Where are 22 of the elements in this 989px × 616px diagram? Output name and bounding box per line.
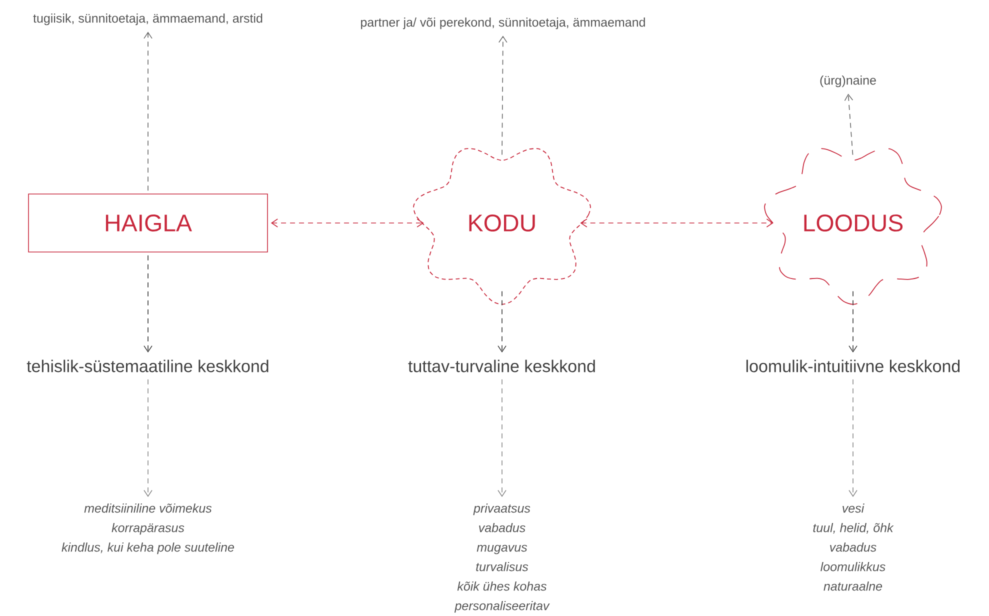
- arrow: [498, 290, 506, 353]
- arrow: [844, 94, 854, 156]
- environment-label: tuttav-turvaline keskkond: [408, 360, 595, 372]
- arrow: [848, 290, 858, 353]
- arrow: [848, 379, 858, 497]
- cloud-node: KODU: [413, 148, 591, 305]
- arrow: [270, 218, 424, 228]
- arrow: [580, 218, 774, 228]
- quality-list: meditsiiniline võimekus korrapärasus kindlus, kui keha pole suuteline: [62, 504, 234, 554]
- quality-list: vesi tuul, helid, õhk vabadus loomulikkus naturaalne: [813, 504, 894, 591]
- environment-label: loomulik-intuitiivne keskkond: [746, 360, 960, 372]
- arrow: [144, 32, 152, 191]
- people-text: (ürg)naine: [820, 76, 876, 88]
- environment-label: tehislik-süstemaatiline keskkond: [26, 360, 268, 372]
- people-text: tugiisik, sünnitoetaja, ämmaemand, arstid: [33, 14, 262, 26]
- people-text: partner ja/ või perekond, sünnitoetaja, ämmaemand: [361, 18, 645, 30]
- quality-list: privaatsus vabadus mugavus turvalisus kõik ühes kohas personaliseeritav: [454, 504, 550, 613]
- arrow: [498, 379, 506, 497]
- place-box: HAIGLA: [28, 194, 268, 252]
- cloud-node: LOODUS: [764, 148, 942, 305]
- arrow: [144, 379, 152, 497]
- arrow: [144, 254, 152, 353]
